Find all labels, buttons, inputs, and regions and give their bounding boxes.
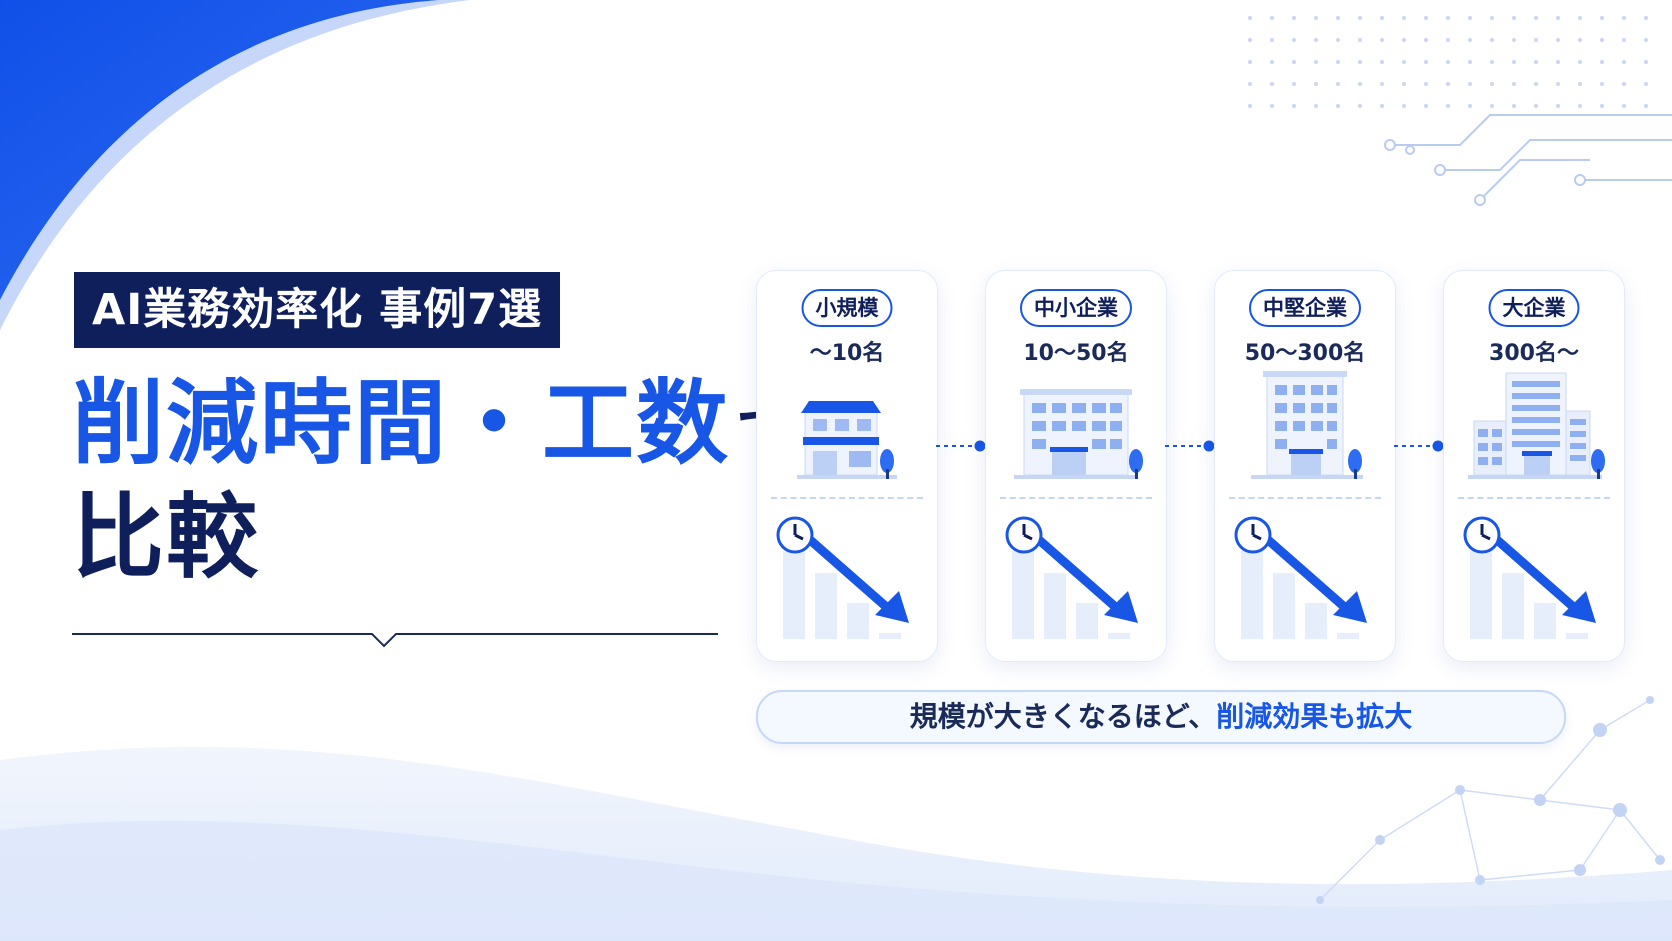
tree-icon <box>1591 449 1605 479</box>
building-icon <box>797 401 897 479</box>
headline-line-2: 比較 <box>72 484 261 591</box>
employee-range: 300名〜 <box>1489 341 1579 366</box>
card-separator <box>1458 497 1610 499</box>
reduction-chart <box>1463 516 1596 639</box>
clock-icon <box>1234 516 1272 554</box>
circuit-lines <box>1390 114 1672 201</box>
caption-highlight: 削減効果も拡大 <box>1216 700 1413 733</box>
headline-line-1: 削減時間・工数で <box>72 378 798 470</box>
building-icon <box>1251 371 1363 479</box>
size-label: 中堅企業 <box>1249 289 1361 327</box>
tree-icon <box>1129 449 1143 479</box>
building-icon <box>1014 389 1143 479</box>
headline-main-text: 削減時間・工数 <box>72 370 731 477</box>
network-graph <box>1319 699 1661 901</box>
card-connector <box>1165 440 1215 452</box>
size-label: 中小企業 <box>1020 289 1132 327</box>
card-connector <box>936 440 986 452</box>
clock-icon <box>776 516 814 554</box>
corner-sweep <box>0 0 440 300</box>
reduction-chart <box>1234 516 1367 639</box>
card-separator <box>1229 497 1381 499</box>
building-icon <box>1468 372 1605 479</box>
down-arrow-icon <box>1491 534 1596 623</box>
reduction-chart <box>776 516 909 639</box>
tree-icon <box>1348 449 1362 479</box>
tree-icon <box>880 449 894 479</box>
caption-prefix: 規模が大きくなるほど、 <box>909 700 1217 733</box>
employee-range: 50〜300名 <box>1244 341 1366 366</box>
card-connector <box>1394 440 1444 452</box>
down-arrow-icon <box>804 534 909 623</box>
company-card-midsize: 中堅企業 50〜300名 <box>1214 270 1396 662</box>
reduction-chart <box>1005 516 1138 639</box>
down-arrow-icon <box>1262 534 1367 623</box>
summary-caption: 規模が大きくなるほど、削減効果も拡大 <box>756 690 1566 744</box>
title-badge: AI業務効率化 事例7選 <box>74 272 561 348</box>
clock-icon <box>1005 516 1043 554</box>
employee-range: 10〜50名 <box>1023 341 1129 366</box>
down-arrow-icon <box>1033 534 1138 623</box>
size-label: 大企業 <box>1488 289 1580 327</box>
size-label: 小規模 <box>801 289 893 327</box>
employee-range: 〜10名 <box>809 341 885 366</box>
company-card-large: 大企業 300名〜 <box>1443 270 1625 662</box>
divider-line <box>72 633 718 648</box>
card-separator <box>771 497 923 499</box>
company-card-small: 小規模 〜10名 <box>756 270 938 662</box>
company-card-sme: 中小企業 10〜50名 <box>985 270 1167 662</box>
dot-grid <box>1248 16 1648 108</box>
card-separator <box>1000 497 1152 499</box>
clock-icon <box>1463 516 1501 554</box>
